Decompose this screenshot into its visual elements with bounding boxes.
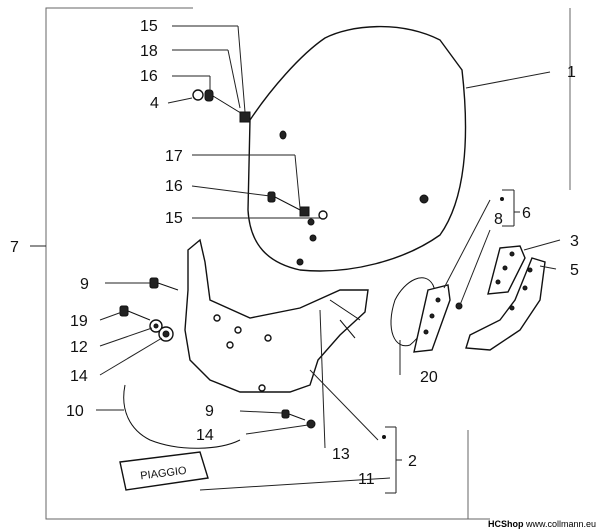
label-16a: 16 bbox=[140, 68, 158, 85]
side-fasteners bbox=[119, 277, 316, 429]
label-2: 2 bbox=[408, 453, 417, 470]
watermark-brand: HCShop bbox=[487, 519, 524, 529]
label-4: 4 bbox=[150, 95, 159, 112]
top-bolt-assembly bbox=[192, 89, 251, 123]
label-5: 5 bbox=[570, 262, 579, 279]
label-14b: 14 bbox=[196, 427, 214, 444]
label-19: 19 bbox=[70, 313, 88, 330]
watermark: HCShop www.collmann.eu bbox=[488, 519, 596, 529]
label-15a: 15 bbox=[140, 18, 158, 35]
label-9b: 9 bbox=[205, 403, 214, 420]
badge-text: PIAGGIO bbox=[140, 465, 188, 483]
side-bracket-parts bbox=[390, 277, 463, 353]
rubber-strip bbox=[123, 384, 241, 449]
label-6: 6 bbox=[522, 205, 531, 222]
frame-lines bbox=[45, 7, 571, 520]
label-18: 18 bbox=[140, 43, 158, 60]
label-17: 17 bbox=[165, 148, 183, 165]
label-7: 7 bbox=[10, 239, 19, 256]
label-9a: 9 bbox=[80, 276, 89, 293]
label-12: 12 bbox=[70, 339, 88, 356]
label-10: 10 bbox=[66, 403, 84, 420]
label-1: 1 bbox=[567, 64, 576, 81]
mounting-bracket bbox=[184, 238, 369, 393]
leader-lines bbox=[30, 25, 561, 494]
label-8: 8 bbox=[494, 211, 503, 228]
label-14a: 14 bbox=[70, 368, 88, 385]
right-bracket-parts bbox=[465, 245, 546, 351]
label-15b: 15 bbox=[165, 210, 183, 227]
part-number-labels: 1 15 18 16 4 17 16 15 7 6 8 3 5 9 19 12 … bbox=[10, 18, 579, 488]
label-3: 3 bbox=[570, 233, 579, 250]
piaggio-badge: PIAGGIO bbox=[119, 451, 209, 491]
label-16b: 16 bbox=[165, 178, 183, 195]
windscreen-part bbox=[247, 25, 467, 272]
label-13: 13 bbox=[332, 446, 350, 463]
watermark-url: www.collmann.eu bbox=[525, 519, 596, 529]
label-11: 11 bbox=[358, 471, 375, 488]
middle-bolt-assembly bbox=[267, 191, 328, 220]
label-20: 20 bbox=[420, 369, 438, 386]
